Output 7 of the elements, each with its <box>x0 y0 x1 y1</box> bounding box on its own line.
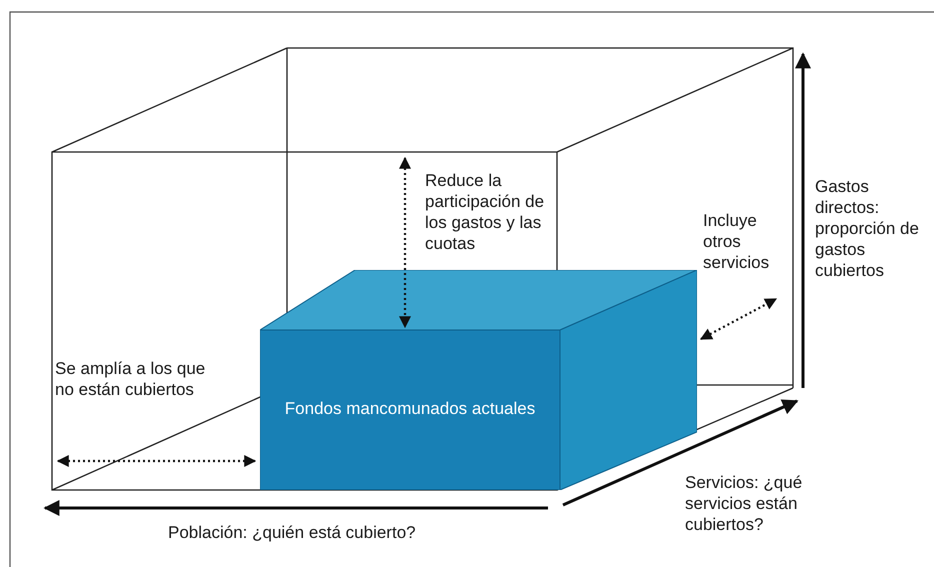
annotation-text: Población: ¿quién está cubierto? <box>168 522 417 543</box>
annotation-text: Reduce la participación de los gastos y las cuotas <box>425 170 546 254</box>
annotation-text: Servicios: ¿qué servicios están cubiertos? <box>685 472 804 535</box>
annotation-text: Se amplía a los que no están cubiertos <box>55 358 206 400</box>
block-label: Fondos mancomunados actuales <box>284 398 536 419</box>
annotation-text: Incluye otros servicios <box>703 210 770 273</box>
annotation-text: Gastos directos: proporción de gastos cubiertos <box>815 176 920 281</box>
